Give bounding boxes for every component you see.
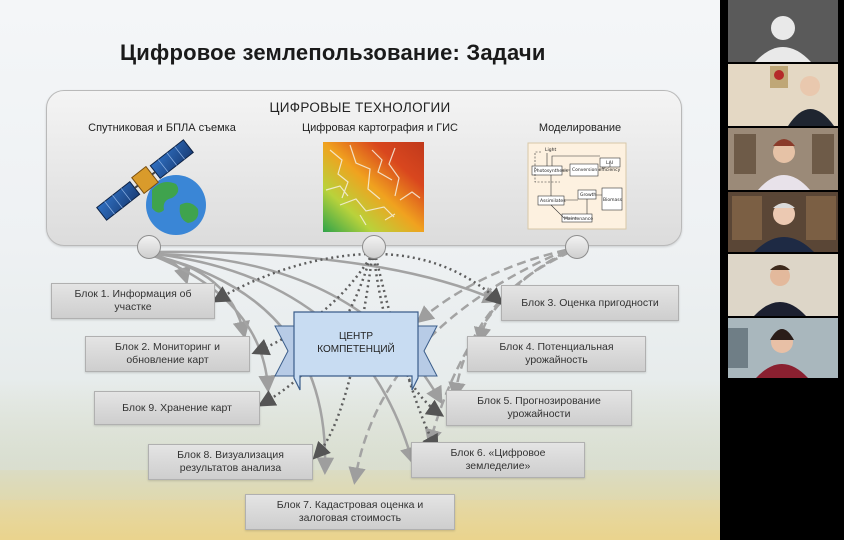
technologies-heading: ЦИФРОВЫЕ ТЕХНОЛОГИИ	[269, 100, 451, 115]
competence-center-ribbon	[274, 311, 438, 391]
participant-video-icon	[728, 254, 838, 316]
tech-label-satellite: Спутниковая и БПЛА съемка	[88, 122, 236, 134]
block-2-line2: обновление карт	[126, 354, 209, 366]
model-growth: Growth	[580, 192, 596, 198]
participant-video-icon	[728, 128, 838, 190]
participant-tile-4[interactable]	[728, 254, 838, 316]
connector-circle-gis	[362, 235, 386, 259]
block-6-line2: земледелие»	[465, 460, 531, 472]
block-4-line1: Блок 4. Потенциальная	[499, 341, 614, 353]
connection-arrows	[149, 248, 571, 485]
slide-title: Цифровое землепользование: Задачи	[120, 40, 546, 65]
block-2-line1: Блок 2. Мониторинг и	[114, 341, 221, 353]
model-assimilates: Assimilates	[540, 198, 566, 204]
model-conversion: Conversion efficiency	[572, 167, 621, 173]
connector-circle-satellite	[137, 235, 161, 259]
model-maintenance: Maintenance	[564, 216, 593, 222]
model-light: Light	[545, 147, 556, 153]
satellite-icon	[96, 139, 206, 235]
tech-label-modeling: Моделирование	[538, 122, 622, 134]
participant-tile-5[interactable]	[728, 318, 838, 378]
block-8-line1: Блок 8. Визуализация	[177, 449, 284, 461]
block-7-line1: Блок 7. Кадастровая оценка и	[276, 499, 424, 511]
model-photosynthesis: Photosynthesis	[534, 168, 569, 174]
connector-circle-modeling	[565, 235, 589, 259]
block-5-line1: Блок 5. Прогнозирование	[477, 395, 601, 407]
block-3-line1: Блок 3. Оценка пригодности	[521, 296, 659, 309]
elevation-map-icon	[323, 142, 424, 232]
user-placeholder-icon	[755, 16, 811, 62]
participant-video-icon	[728, 192, 838, 252]
block-9-line1: Блок 9. Хранение карт	[122, 401, 232, 414]
presentation-slide: Цифровое землепользование: Задачи ЦИФРОВ…	[0, 0, 720, 540]
participant-tile-1[interactable]	[728, 64, 838, 126]
model-lai: LAI	[606, 160, 613, 166]
participant-video-icon	[728, 318, 838, 378]
competence-center-line1: ЦЕНТР	[338, 331, 374, 342]
competence-center-line2: КОМПЕТЕНЦИЙ	[317, 344, 395, 355]
block-1-line2: участке	[114, 301, 152, 313]
competence-center-label: ЦЕНТР КОМПЕТЕНЦИЙ	[300, 330, 412, 356]
block-3: Блок 3. Оценка пригодности	[501, 285, 679, 321]
participant-tile-2[interactable]	[728, 128, 838, 190]
tech-label-gis: Цифровая картография и ГИС	[302, 122, 458, 134]
participant-tile-camera-off[interactable]	[728, 0, 838, 62]
block-7-line2: залоговая стоимость	[298, 512, 402, 524]
participant-tile-3[interactable]	[728, 192, 838, 252]
participants-sidebar	[720, 0, 844, 540]
block-8-line2: результатов анализа	[179, 462, 282, 474]
block-6-line1: Блок 6. «Цифровое	[450, 447, 546, 459]
block-4-line2: урожайность	[525, 354, 588, 366]
crop-model-diagram-icon: Light Photosynthesis LAI Conversion effi…	[527, 142, 627, 230]
block-1-line1: Блок 1. Информация об	[74, 288, 192, 300]
model-biomass: Biomass	[603, 197, 623, 203]
participant-video-icon	[728, 64, 838, 126]
block-9: Блок 9. Хранение карт	[94, 391, 260, 425]
block-5-line2: урожайности	[507, 408, 571, 420]
